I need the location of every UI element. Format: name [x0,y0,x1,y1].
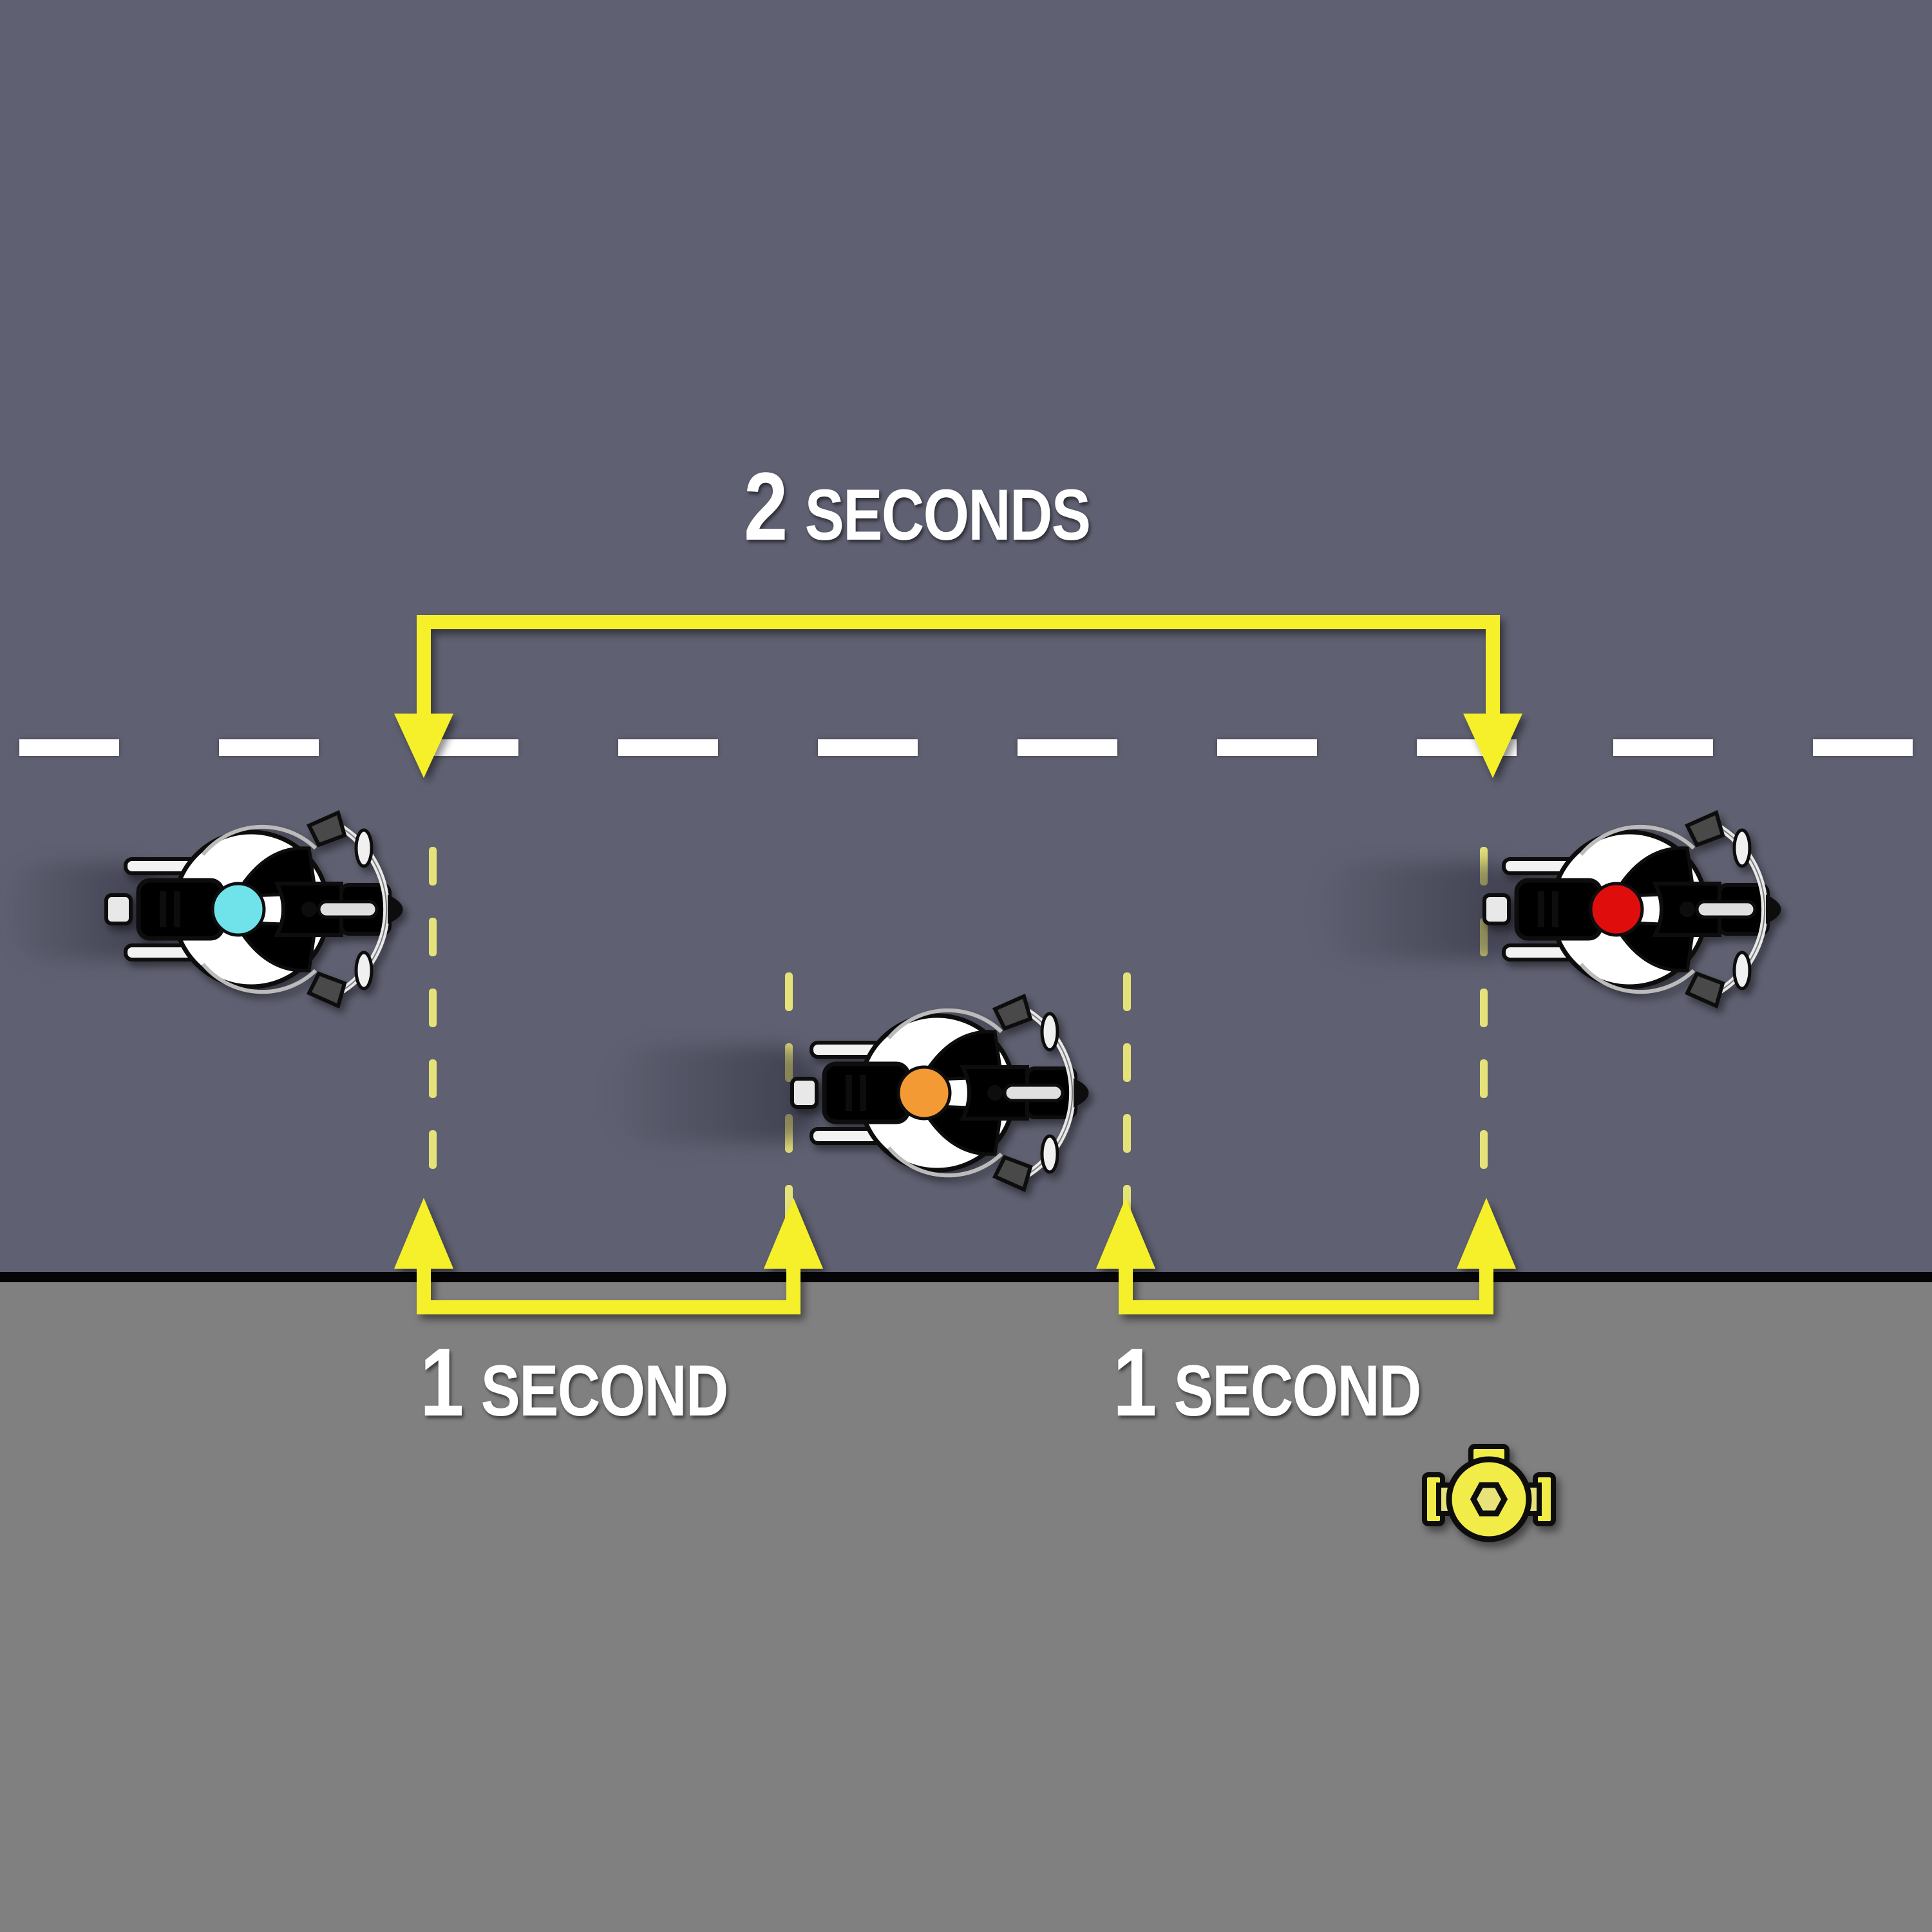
one-second-right-word: SECOND [1173,1350,1422,1431]
sidewalk [0,1282,1932,1932]
two-seconds-number: 2 [744,452,788,560]
one-second-bracket-right [1096,1198,1516,1314]
motorcycle-rider-cyan-icon: .r2 .body{fill:#8fe8ec}.r2 .jacket{fill:… [792,996,1087,1189]
fire-hydrant-icon [1422,1444,1556,1542]
one-second-right-number: 1 [1113,1328,1157,1436]
motorcycle-rider-green-icon: .r3 .body{fill:#5be028}.r3 .jacket{fill:… [1484,813,1779,1006]
curb-line [0,1272,1932,1282]
one-second-left-number: 1 [420,1328,464,1436]
one-second-bracket-left [394,1198,823,1314]
two-seconds-word: SECONDS [804,475,1091,555]
two-second-bracket [394,615,1522,778]
one-second-left-word: SECOND [480,1350,729,1431]
motion-trail [605,1046,824,1143]
motorcycle-rider-yellow-icon: .r1 .body{fill:#f2ea5c}.r1 .jacket{fill:… [106,813,401,1006]
